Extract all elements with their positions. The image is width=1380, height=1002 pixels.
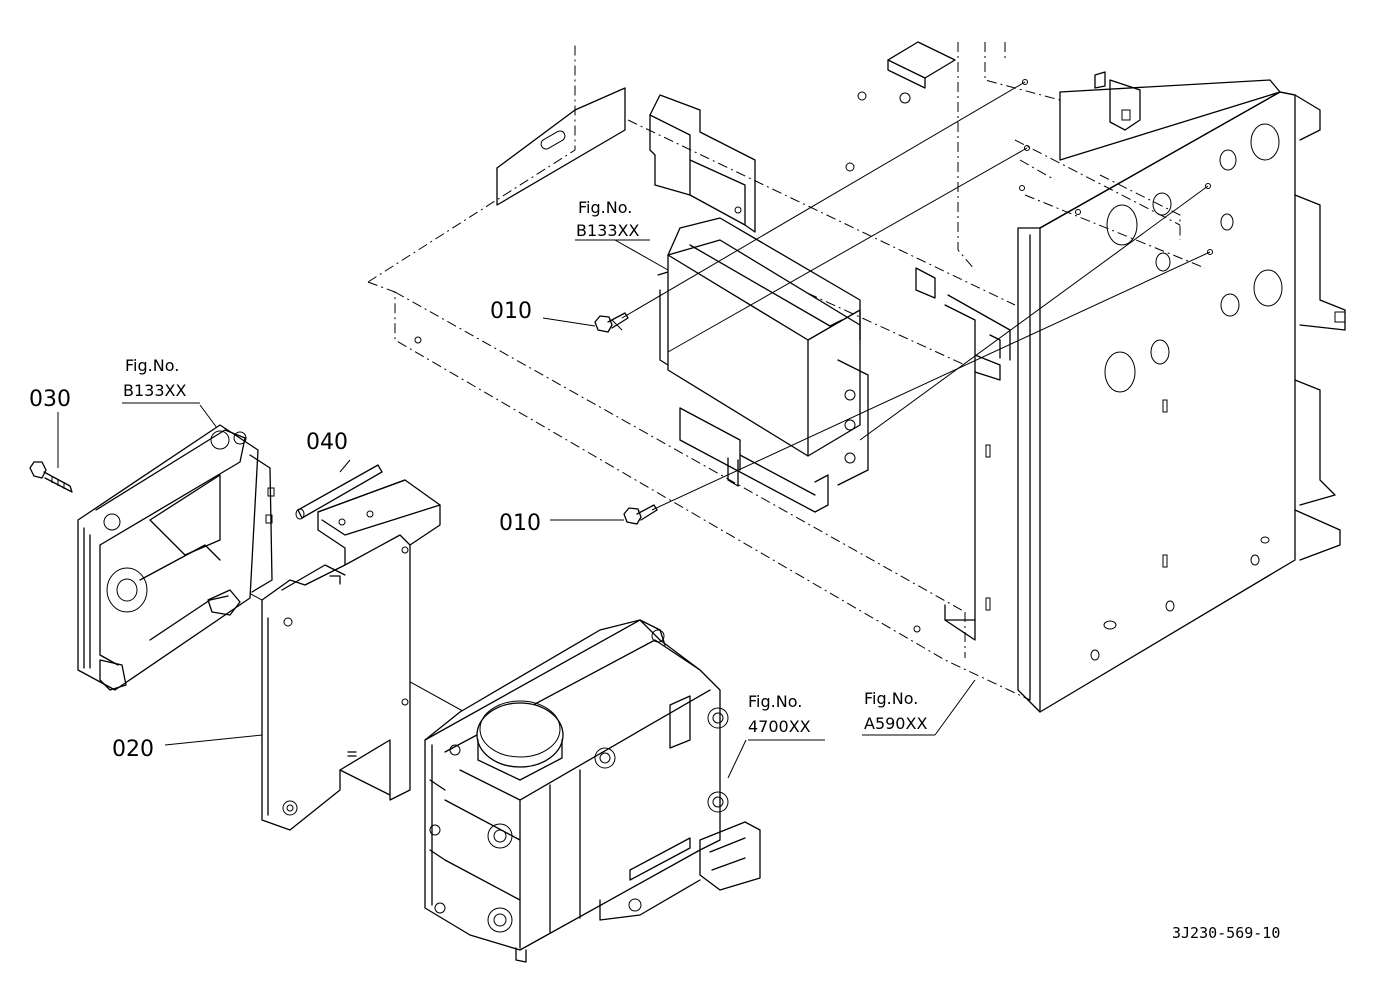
- assembly-lines: [57, 81, 1211, 779]
- part-label-020: 020: [112, 737, 154, 762]
- figure-references: Fig.No. B133XX Fig.No. B133XX Fig.No. 47…: [123, 198, 927, 736]
- drawing-code: 3J230-569-10: [1172, 924, 1280, 942]
- fig-ref-inverter-line2: 4700XX: [748, 717, 811, 736]
- fig-ref-frame-line1: Fig.No.: [864, 689, 918, 708]
- fig-ref-frame-line2: A590XX: [864, 714, 927, 733]
- bolt-010-upper: [594, 312, 629, 333]
- part-number-labels: 010 010 020 030 040: [29, 299, 541, 762]
- fig-ref-ecu-top-line2: B133XX: [576, 221, 639, 240]
- bolt-010-lower: [623, 504, 658, 525]
- bracket-020: [261, 479, 441, 831]
- part-label-030: 030: [29, 387, 71, 412]
- ecu-unit-left: [77, 424, 275, 691]
- part-label-010-lower: 010: [499, 511, 541, 536]
- part-label-010-upper: 010: [490, 299, 532, 324]
- rod-040: [295, 464, 383, 520]
- fig-ref-ecu-top-line1: Fig.No.: [578, 198, 632, 217]
- ecu-unit-top: [657, 217, 869, 513]
- inverter-unit: [424, 619, 761, 963]
- fig-ref-inverter-line1: Fig.No.: [748, 692, 802, 711]
- fig-ref-ecu-left-line2: B133XX: [123, 381, 186, 400]
- bolt-030: [29, 461, 73, 493]
- fig-ref-ecu-left-line1: Fig.No.: [125, 356, 179, 375]
- part-label-040: 040: [306, 430, 348, 455]
